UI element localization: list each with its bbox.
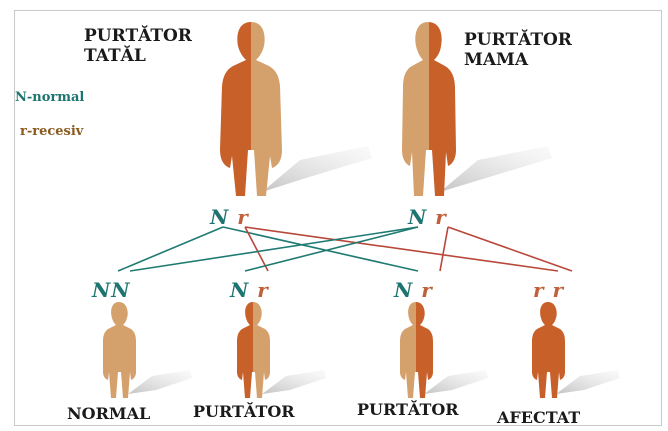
child4-allele-1: r (533, 278, 545, 302)
father-allele-2: r (237, 205, 249, 229)
father-allele-1: N (210, 205, 229, 229)
legend-normal: N-normal (15, 90, 84, 105)
father-label: PURTĂTOR TATĂL (84, 27, 192, 66)
inheritance-lines (118, 227, 572, 271)
mother-alleles: N r (408, 205, 447, 229)
child2-alleles: N r (230, 278, 269, 302)
child2-allele-2: r (257, 278, 269, 302)
child-figure-normal (103, 302, 136, 398)
mother-allele-1: N (408, 205, 427, 229)
mother-label: PURTĂTOR MAMA (464, 31, 572, 70)
child3-label: PURTĂTOR (357, 401, 459, 419)
child4-label: AFECTAT (497, 409, 580, 427)
child-figure-carrier-2 (393, 298, 440, 402)
line-father-N-child3 (223, 227, 418, 271)
line-father-r-child2 (245, 227, 268, 271)
child1-label: NORMAL (67, 405, 150, 423)
mother-allele-2: r (435, 205, 447, 229)
child3-allele-1: N (394, 278, 413, 302)
child1-alleles: NN (92, 278, 131, 302)
child2-allele-1: N (230, 278, 249, 302)
mother-figure (395, 18, 465, 202)
child3-alleles: N r (394, 278, 433, 302)
father-alleles: N r (210, 205, 249, 229)
child4-alleles: r r (533, 278, 564, 302)
child1-allele-1: N (92, 278, 111, 302)
child-figure-carrier-1 (230, 298, 277, 402)
legend-recessive: r-recesiv (20, 124, 83, 139)
child-figure-affected (532, 302, 565, 398)
child1-allele-2: N (111, 278, 130, 302)
father-figure (215, 18, 291, 202)
child2-label: PURTĂTOR (193, 403, 295, 421)
child4-allele-2: r (553, 278, 565, 302)
mother-shadow (440, 146, 552, 192)
line-mother-r-child3 (440, 227, 448, 271)
child3-allele-2: r (421, 278, 433, 302)
